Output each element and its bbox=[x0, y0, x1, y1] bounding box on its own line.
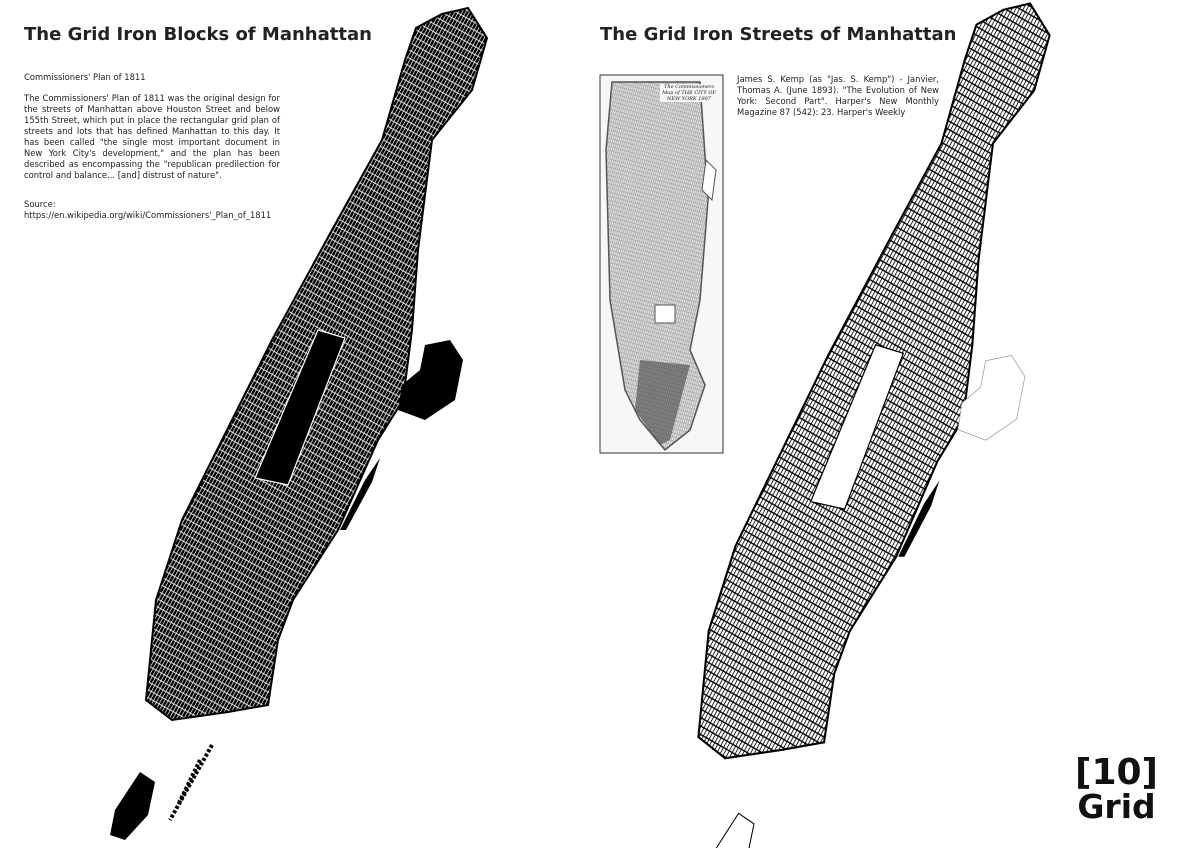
central-park bbox=[254, 329, 346, 486]
subtitle: Commissioners' Plan of 1811 bbox=[24, 72, 146, 82]
roosevelt-island bbox=[898, 480, 940, 557]
governors-island bbox=[110, 772, 155, 840]
section-number: [10] bbox=[1074, 752, 1158, 793]
right-title: The Grid Iron Streets of Manhattan bbox=[600, 24, 957, 45]
old-map-title: The Commissioners Map of THE CITY OF NEW… bbox=[660, 84, 718, 102]
central-park bbox=[809, 344, 905, 510]
section-label: Grid bbox=[1077, 787, 1156, 826]
body-text: The Commissioners' Plan of 1811 was the … bbox=[24, 93, 280, 180]
roosevelt-island bbox=[340, 458, 380, 530]
streets-map bbox=[697, 2, 1051, 848]
left-description: Commissioners' Plan of 1811 The Commissi… bbox=[24, 72, 280, 231]
randalls-island bbox=[957, 354, 1026, 441]
governors-island bbox=[715, 812, 755, 848]
left-title: The Grid Iron Blocks of Manhattan bbox=[24, 24, 372, 45]
randalls-island bbox=[398, 340, 463, 420]
blocks-map bbox=[110, 7, 488, 840]
old-commissioners-map bbox=[599, 74, 724, 454]
section-badge: [10] Grid bbox=[1074, 752, 1158, 826]
old-map-caption: James S. Kemp (as "Jas. S. Kemp") - Janv… bbox=[737, 74, 939, 117]
source-text: Source: https://en.wikipedia.org/wiki/Co… bbox=[24, 199, 272, 220]
piers bbox=[168, 744, 214, 821]
